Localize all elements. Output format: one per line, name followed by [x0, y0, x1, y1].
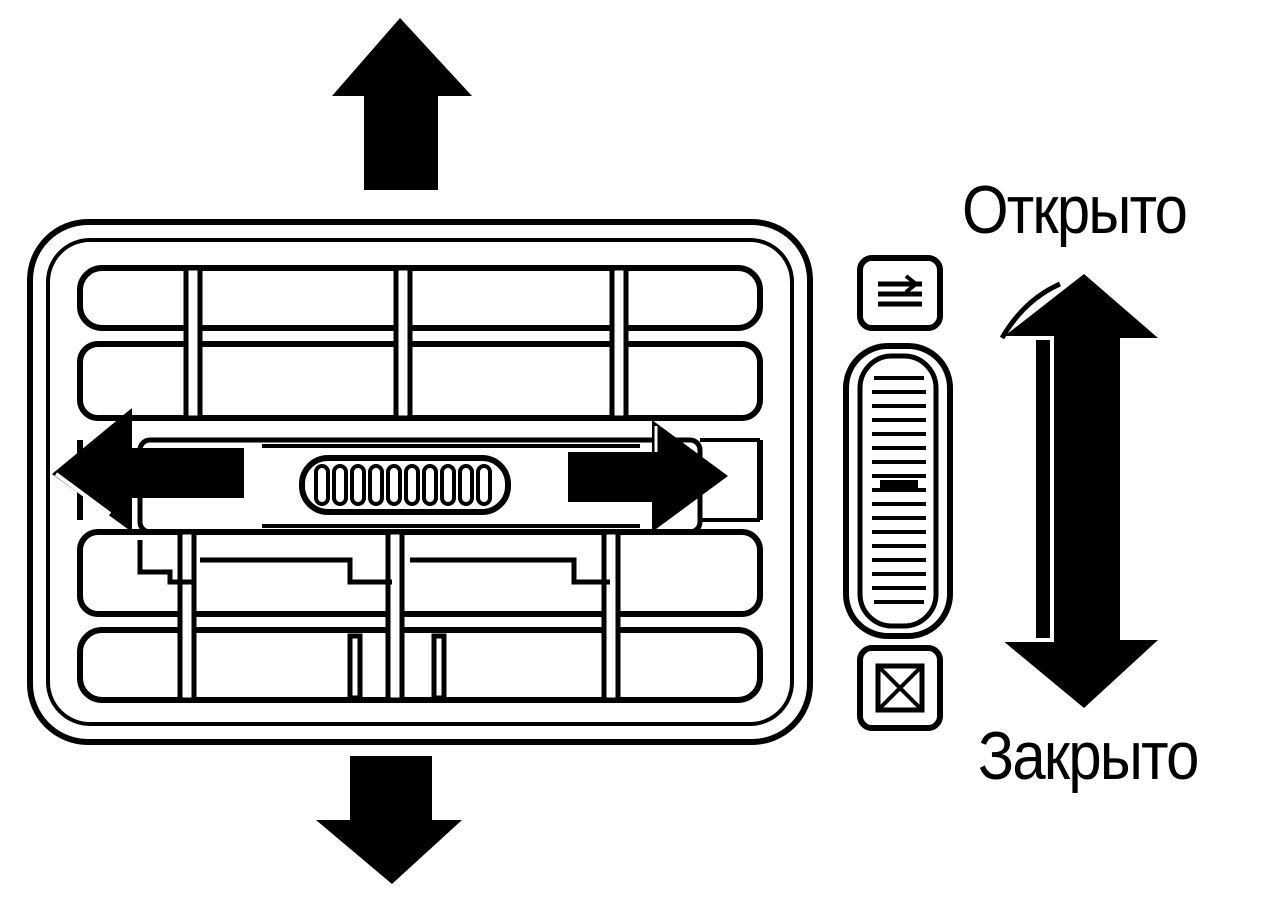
vertical-control — [843, 255, 953, 731]
vertical-thumbwheel[interactable] — [843, 343, 953, 639]
vent-lines-icon[interactable] — [857, 255, 943, 331]
closed-label: Закрыто — [978, 718, 1199, 794]
left-arrow-icon — [52, 408, 244, 532]
down-arrow-icon — [316, 756, 462, 884]
horizontal-thumbwheel[interactable] — [299, 455, 511, 515]
closed-box-icon[interactable] — [857, 645, 943, 731]
right-arrow-icon — [568, 420, 728, 532]
up-arrow-icon — [332, 18, 472, 190]
open-label: Открыто — [962, 172, 1188, 248]
open-close-arrow-icon — [999, 274, 1158, 708]
